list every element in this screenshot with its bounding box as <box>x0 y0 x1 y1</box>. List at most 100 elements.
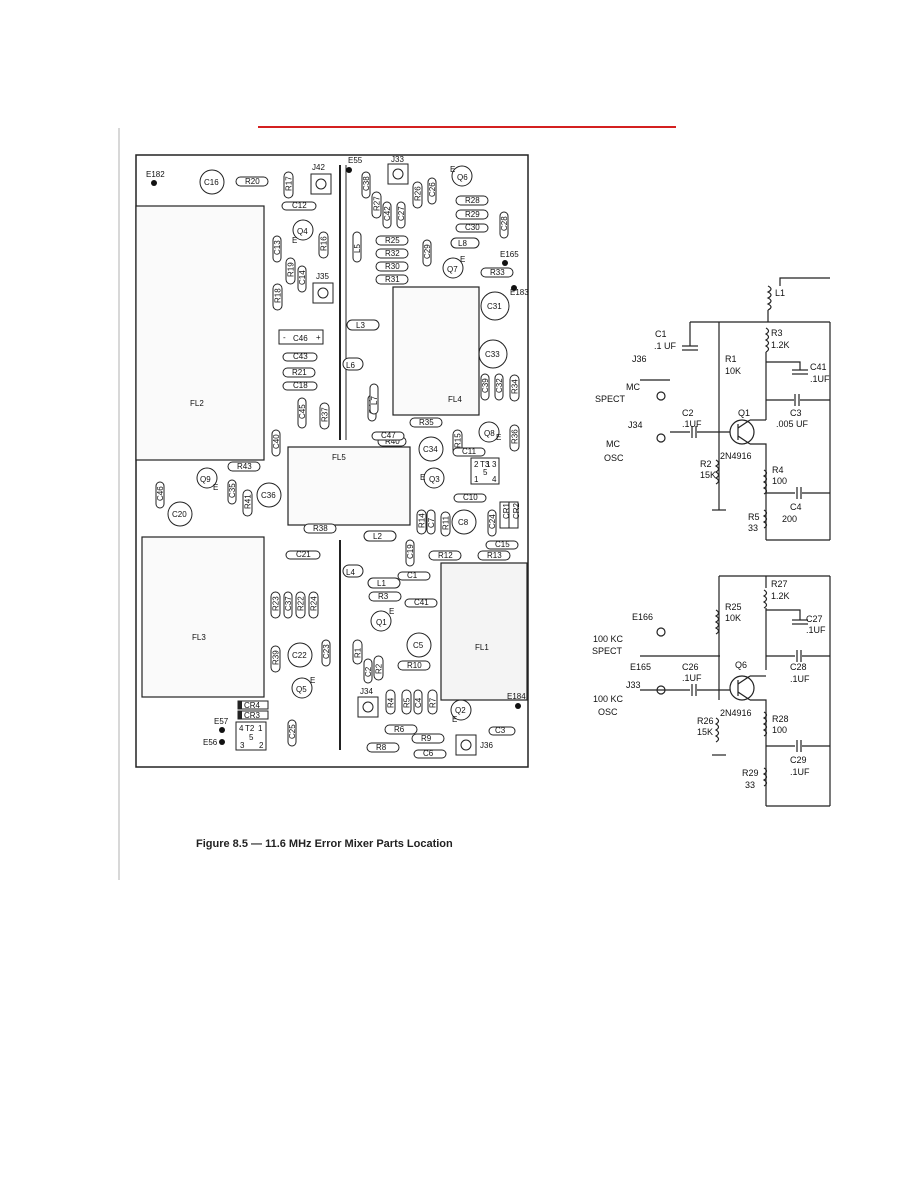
svg-text:5: 5 <box>483 468 488 477</box>
svg-text:R5: R5 <box>748 512 760 522</box>
capacitor-c29: C29 <box>422 239 432 267</box>
capacitor-c17: - C46 + <box>278 329 324 345</box>
svg-text:Q1: Q1 <box>376 618 387 627</box>
transistor-q3: Q3E <box>420 467 445 489</box>
svg-text:C1: C1 <box>655 329 667 339</box>
svg-text:CR1: CR1 <box>502 502 511 519</box>
svg-text:.1 UF: .1 UF <box>654 341 677 351</box>
capacitor-c41: C41 <box>404 598 438 608</box>
resistor-r12: R12 <box>428 550 462 561</box>
svg-text:FL3: FL3 <box>192 633 206 642</box>
capacitor-c11: C11 <box>452 447 486 457</box>
svg-text:OSC: OSC <box>598 707 618 717</box>
jack-j36: J36 <box>455 734 493 756</box>
capacitor-c14: C14 <box>297 265 307 293</box>
resistor-r9: R9 <box>411 733 445 744</box>
svg-text:C11: C11 <box>462 447 477 456</box>
capacitor-c6: C6 <box>413 749 447 759</box>
capacitor-c7: C7 <box>426 509 436 535</box>
svg-text:C16: C16 <box>204 178 219 187</box>
svg-text:R29: R29 <box>742 768 759 778</box>
resistor-r41: R41 <box>242 489 253 517</box>
diode-cr3: CR3 <box>237 710 269 720</box>
svg-text:C41: C41 <box>414 598 429 607</box>
svg-text:C47: C47 <box>381 431 396 440</box>
svg-text:J36: J36 <box>632 354 647 364</box>
svg-text:L8: L8 <box>458 239 467 248</box>
capacitor-c13: C13 <box>272 235 282 263</box>
capacitor-c21: C21 <box>285 550 321 560</box>
svg-text:FL1: FL1 <box>475 643 489 652</box>
resistor-r11: R11 <box>440 511 451 537</box>
figure-caption: Figure 8.5 — 11.6 MHz Error Mixer Parts … <box>196 838 453 850</box>
svg-text:Q5: Q5 <box>296 685 307 694</box>
capacitor-c33: C33 <box>478 339 508 369</box>
svg-text:E165: E165 <box>500 250 519 259</box>
svg-text:5: 5 <box>249 733 254 742</box>
svg-text:R26: R26 <box>414 186 423 201</box>
resistor-r33: R33 <box>480 267 514 278</box>
capacitor-c47: C47 <box>371 431 405 441</box>
capacitor-c42: C42 <box>382 201 392 229</box>
resistor-r3: R3 <box>368 591 402 602</box>
svg-text:E183: E183 <box>510 288 529 297</box>
svg-text:C43: C43 <box>293 352 308 361</box>
svg-text:C29: C29 <box>423 244 432 259</box>
inductor-l8: L8 <box>450 237 480 249</box>
svg-text:R4: R4 <box>772 465 784 475</box>
svg-text:1.2K: 1.2K <box>771 591 790 601</box>
svg-text:R4: R4 <box>387 697 396 708</box>
svg-text:C28: C28 <box>790 662 807 672</box>
resistor-r43: R43 <box>227 461 261 472</box>
svg-text:E57: E57 <box>214 717 229 726</box>
capacitor-c31: C31 <box>480 291 510 321</box>
schematic-labels-top: L1 C1 .1 UF R3 1.2K C41 .1UF J36 MC SPEC… <box>595 288 830 533</box>
resistor-r4: R4 <box>385 689 396 715</box>
schematic <box>640 277 831 807</box>
svg-text:2N4916: 2N4916 <box>720 708 752 718</box>
svg-text:C23: C23 <box>322 644 331 659</box>
resistor-r30: R30 <box>375 261 409 272</box>
resistor-r17: R17 <box>283 171 294 199</box>
svg-text:R16: R16 <box>320 236 329 251</box>
resistor-r14: R14 <box>416 509 427 535</box>
svg-text:OSC: OSC <box>604 453 624 463</box>
svg-text:R30: R30 <box>385 262 400 271</box>
svg-text:R39: R39 <box>272 650 281 665</box>
filter-fl1: FL1 <box>440 562 528 701</box>
diode-cr1: CR1 <box>499 501 511 529</box>
svg-text:MC: MC <box>626 382 640 392</box>
svg-text:C38: C38 <box>362 176 371 191</box>
svg-text:L5: L5 <box>353 244 362 253</box>
svg-text:T2: T2 <box>245 724 255 733</box>
svg-text:J42: J42 <box>312 163 325 172</box>
resistor-r26: R26 <box>412 181 423 209</box>
capacitor-c45: C45 <box>297 397 307 429</box>
svg-text:J35: J35 <box>316 272 329 281</box>
svg-text:C31: C31 <box>487 302 502 311</box>
svg-text:L4: L4 <box>346 568 355 577</box>
svg-text:MC: MC <box>606 439 620 449</box>
svg-text:100 KC: 100 KC <box>593 634 624 644</box>
svg-text:R27: R27 <box>771 579 788 589</box>
svg-text:C30: C30 <box>465 223 480 232</box>
svg-text:.005 UF: .005 UF <box>776 419 809 429</box>
resistor-r32: R32 <box>375 248 409 259</box>
svg-text:R20: R20 <box>245 177 260 186</box>
jack-j33: J33 <box>387 155 409 185</box>
capacitor-c23: C23 <box>321 639 331 667</box>
svg-text:C14: C14 <box>298 270 307 285</box>
svg-text:R38: R38 <box>313 524 328 533</box>
capacitor-c8: C8 <box>451 509 477 535</box>
resistor-r23: R23 <box>270 591 281 619</box>
svg-text:R9: R9 <box>421 734 432 743</box>
svg-text:1: 1 <box>474 475 479 484</box>
svg-text:C2: C2 <box>364 666 373 677</box>
terminal-e183: E183 <box>510 285 529 297</box>
resistor-r34: R34 <box>509 374 520 402</box>
capacitor-c35: C35 <box>227 479 237 505</box>
capacitor-c28: C28 <box>499 211 509 239</box>
svg-text:C3: C3 <box>495 726 506 735</box>
svg-text:C27: C27 <box>397 206 406 221</box>
